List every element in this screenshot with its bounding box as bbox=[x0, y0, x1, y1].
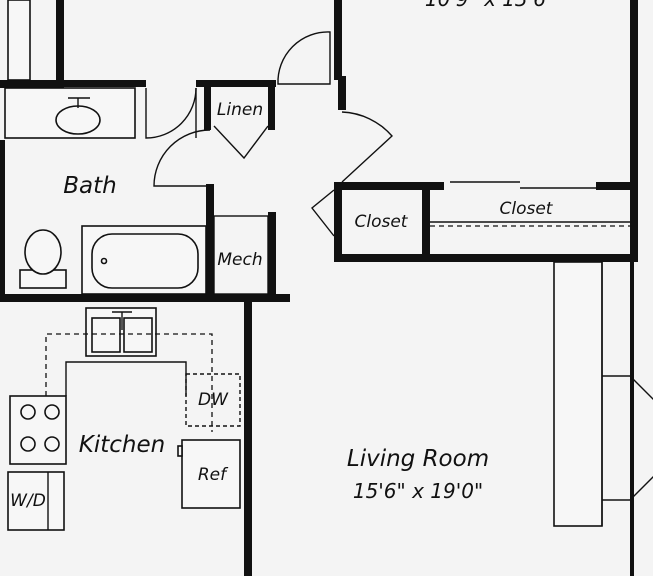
washer-dryer-label: W/D bbox=[10, 491, 46, 511]
labels: 10'9" x 13'6" Bath Linen Mech Closet Clo… bbox=[10, 0, 555, 511]
walls bbox=[0, 0, 638, 576]
doors bbox=[145, 31, 596, 237]
dishwasher-label: DW bbox=[198, 390, 229, 410]
living-room-dimensions-label: 15'6" x 19'0" bbox=[353, 479, 483, 503]
closet-right-label: Closet bbox=[500, 199, 554, 219]
refrigerator-label: Ref bbox=[198, 465, 229, 485]
living-room-label: Living Room bbox=[347, 446, 489, 472]
bedroom-dimensions-label: 10'9" x 13'6" bbox=[425, 0, 555, 11]
kitchen-label: Kitchen bbox=[79, 432, 165, 458]
closet-left-label: Closet bbox=[355, 212, 409, 232]
linen-label: Linen bbox=[217, 100, 263, 120]
mech-label: Mech bbox=[217, 250, 262, 270]
bath-label: Bath bbox=[63, 173, 116, 199]
fixtures bbox=[4, 87, 653, 531]
